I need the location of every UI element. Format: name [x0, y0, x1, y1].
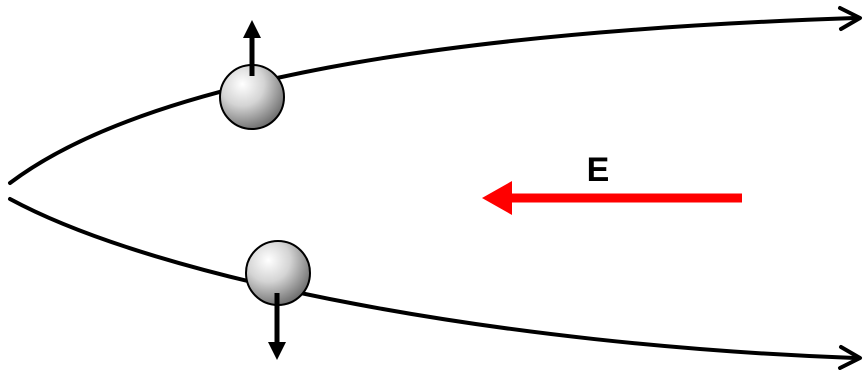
field-arrowhead-icon: [482, 181, 512, 215]
arrowhead-icon: [838, 345, 862, 370]
spin-down-arrow-icon: [268, 342, 286, 360]
upper-particle: [219, 20, 285, 130]
lower-trajectory: [8, 197, 862, 370]
spin-up-arrow-icon: [243, 20, 261, 38]
lower-trajectory-path: [8, 197, 857, 360]
lower-particle: [245, 240, 311, 360]
field-label: E: [587, 151, 610, 189]
upper-trajectory-path: [8, 16, 857, 185]
upper-trajectory: [8, 6, 862, 185]
arrowhead-icon: [838, 6, 862, 31]
electric-field-arrow: [482, 181, 742, 215]
